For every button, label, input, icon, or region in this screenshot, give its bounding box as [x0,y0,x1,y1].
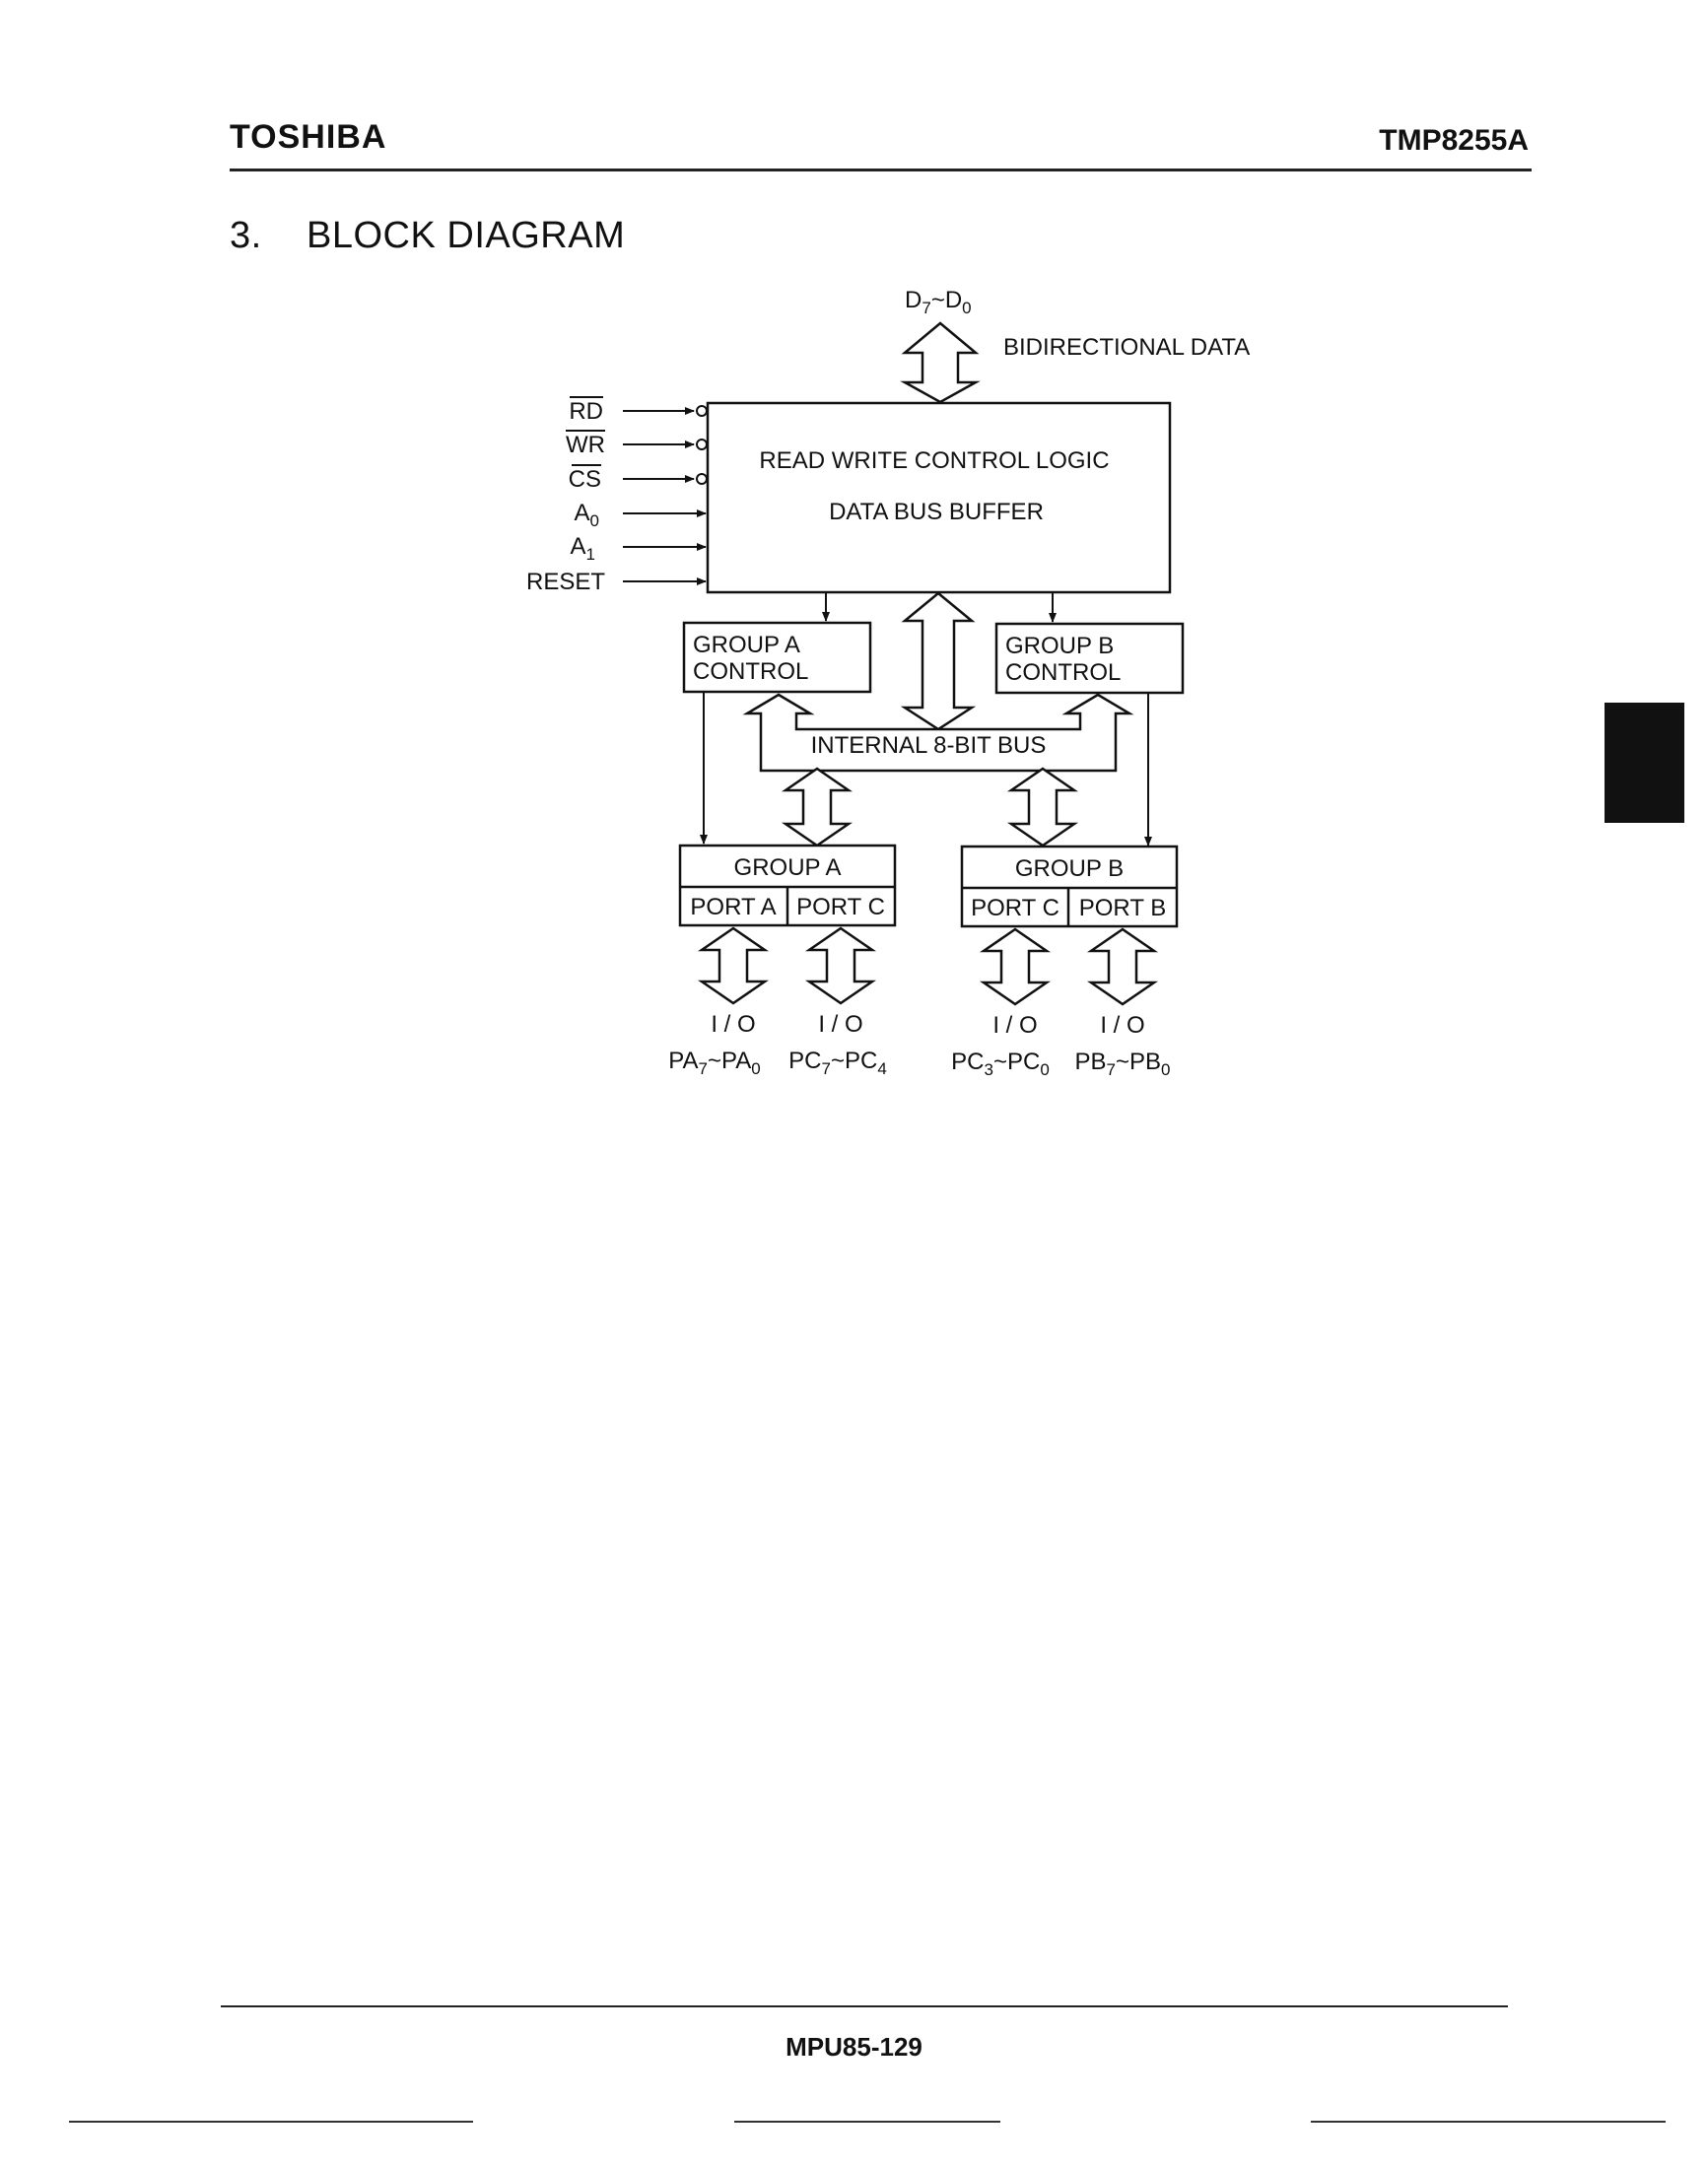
input-label-cs: CS [569,466,601,493]
scan-edge-line-center [734,2121,1000,2123]
section-number: 3. [230,215,262,256]
io-label-port-b: I / O [1100,1012,1144,1039]
io-arrow-port-c-lower [979,927,1052,1006]
group-b-port-c: PORT C [971,895,1059,921]
bidirectional-data-caption: BIDIRECTIONAL DATA [1003,334,1250,361]
pin-range-pa: PA7~PA0 [668,1048,760,1078]
read-write-control-block [706,401,1172,594]
pin-range-pc-high: PC7~PC4 [788,1048,887,1078]
group-b-ports-block: GROUP B PORT C PORT B [960,845,1179,928]
pin-range-pc-low: PC3~PC0 [951,1049,1050,1079]
section-heading: 3. BLOCK DIAGRAM [230,215,625,257]
group-b-control-line2: CONTROL [1005,659,1121,686]
io-arrow-port-c-upper [804,926,877,1005]
internal-bus-label: INTERNAL 8-BIT BUS [811,732,1047,759]
pin-range-pb: PB7~PB0 [1075,1049,1171,1079]
io-label-port-c-upper: I / O [818,1011,862,1038]
internal-8bit-bus [742,693,1134,773]
brand-name: TOSHIBA [230,118,387,156]
group-b-control-line1: GROUP B [1005,633,1114,659]
io-arrow-port-b [1086,927,1159,1006]
external-data-bus-arrow [900,321,981,404]
group-a-ports-block: GROUP A PORT A PORT C [678,844,897,927]
section-tab-marker [1605,703,1684,823]
input-label-reset: RESET [526,569,605,595]
bus-to-group-b-arrow [1006,767,1079,847]
input-signal-wr: WR [566,430,708,458]
footer-rule [221,2005,1508,2007]
group-a-ports-title: GROUP A [734,854,842,881]
io-label-port-c-lower: I / O [992,1012,1037,1039]
group-a-control-line2: CONTROL [693,658,808,685]
bus-to-group-a-arrow [781,767,854,847]
page-code: MPU85-129 [786,2032,922,2062]
inversion-bubble-wr [696,439,708,450]
group-b-port-b: PORT B [1079,895,1166,921]
group-b-control-block [994,622,1185,695]
group-a-control-line1: GROUP A [693,632,800,658]
io-label-port-a: I / O [711,1011,755,1038]
part-number: TMP8255A [1379,124,1529,157]
input-label-a0: A0 [575,500,599,530]
group-a-control-block [682,621,872,694]
group-a-port-c: PORT C [796,894,885,920]
scan-edge-line-left [69,2121,473,2123]
input-signal-reset: RESET [526,569,707,595]
input-signal-a0: A0 [575,500,707,530]
internal-data-bus-vertical-arrow [900,591,977,731]
header-rule [230,169,1532,171]
section-title: BLOCK DIAGRAM [307,215,626,256]
inversion-bubble-cs [696,473,708,485]
control-block-line2: DATA BUS BUFFER [829,499,1044,525]
input-label-wr: WR [566,432,605,458]
group-a-port-a: PORT A [690,894,776,920]
control-block-line1: READ WRITE CONTROL LOGIC [759,447,1109,474]
input-label-rd: RD [569,398,603,425]
input-label-a1: A1 [571,533,595,564]
block-diagram: D7~D0 BIDIRECTIONAL DATA READ WRITE CONT… [526,287,1250,1079]
io-arrow-port-a [697,926,770,1005]
input-signal-cs: CS [569,464,708,493]
data-bus-label: D7~D0 [905,287,972,317]
group-b-ports-title: GROUP B [1015,855,1124,882]
input-signal-a1: A1 [571,533,707,564]
scan-edge-line-right [1311,2121,1666,2123]
inversion-bubble-rd [696,405,708,417]
input-signal-rd: RD [569,396,708,425]
